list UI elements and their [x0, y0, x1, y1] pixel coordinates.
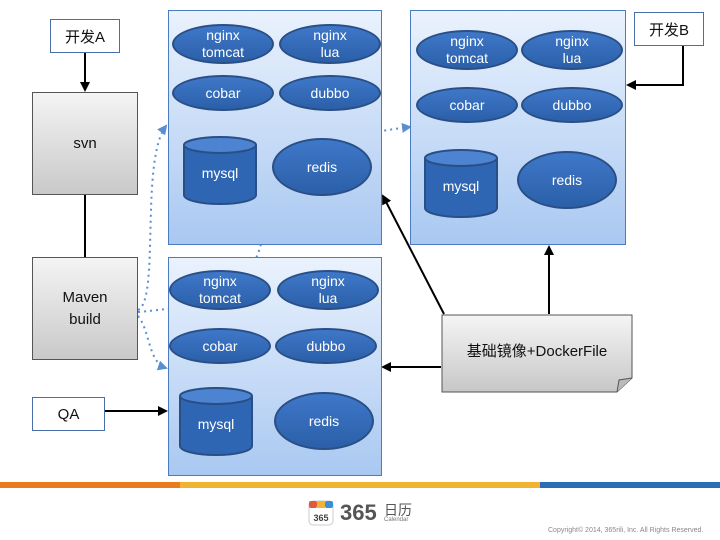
- server-b-nginx-tomcat-l2: tomcat: [445, 50, 488, 66]
- server-qa-mysql-label: mysql: [197, 416, 235, 432]
- server-a-mysql-label: mysql: [201, 165, 239, 181]
- footer-bar-yellow: [180, 482, 540, 488]
- logo-english: Calendar: [384, 517, 409, 523]
- server-a-nginx-lua-l2: lua: [320, 44, 340, 60]
- copyright-text: Copyright© 2014, 365rili, Inc. All Right…: [548, 527, 704, 534]
- server-a-redis: redis: [272, 138, 372, 196]
- server-b-dubbo-label: dubbo: [552, 96, 592, 113]
- server-b-nginx-lua-l2: lua: [562, 50, 582, 66]
- server-a-cobar-label: cobar: [205, 84, 241, 101]
- server-qa: nginx tomcat nginx lua cobar dubbo mysql…: [168, 257, 382, 476]
- server-qa-nginx-tomcat: nginx tomcat: [169, 270, 271, 310]
- arrow-base-to-server-a: [382, 194, 445, 315]
- server-qa-mysql: mysql: [178, 386, 254, 456]
- server-a-nginx-lua: nginx lua: [279, 24, 381, 64]
- maven-label-line1: Maven: [62, 288, 108, 306]
- server-a-cobar: cobar: [172, 75, 274, 111]
- footer-bar-orange: [0, 482, 180, 488]
- qa-box: QA: [32, 397, 105, 431]
- server-qa-dubbo-label: dubbo: [306, 337, 346, 354]
- logo: 365 365 日历 Calendar: [307, 499, 419, 527]
- server-a-dubbo-label: dubbo: [310, 84, 350, 101]
- dev-b-box: 开发B: [634, 12, 704, 46]
- calendar-logo-icon: 365: [308, 500, 334, 526]
- dev-a-label: 开发A: [64, 28, 105, 46]
- dev-b-label: 开发B: [648, 21, 689, 39]
- server-a-nginx-tomcat-l1: nginx: [206, 27, 240, 43]
- server-qa-nginx-tomcat-l1: nginx: [203, 273, 237, 289]
- server-qa-nginx-lua: nginx lua: [277, 270, 379, 310]
- server-a-redis-label: redis: [306, 159, 338, 175]
- database-icon: [424, 149, 498, 218]
- server-qa-redis-label: redis: [308, 413, 340, 429]
- footer-bar-blue: [540, 482, 720, 488]
- server-b-nginx-tomcat: nginx tomcat: [416, 30, 518, 70]
- dotted-maven-to-server-a: [137, 124, 168, 311]
- logo-badge-text: 365: [313, 513, 328, 523]
- dev-a-box: 开发A: [50, 19, 120, 53]
- maven-label-line2: build: [69, 310, 101, 328]
- server-b-nginx-lua-l1: nginx: [555, 33, 589, 49]
- server-b-nginx-tomcat-l1: nginx: [450, 33, 484, 49]
- server-qa-cobar-label: cobar: [202, 337, 238, 354]
- server-a-mysql: mysql: [182, 135, 258, 205]
- server-b-redis-label: redis: [551, 172, 583, 188]
- server-b-cobar-label: cobar: [449, 96, 485, 113]
- logo-chinese: 日历: [384, 502, 412, 518]
- server-b-redis: redis: [517, 151, 617, 209]
- qa-label: QA: [57, 405, 80, 423]
- base-image-dockerfile-box: 基础镜像+DockerFile: [441, 314, 633, 393]
- maven-build-box: Maven build: [32, 257, 138, 360]
- server-a: nginx tomcat nginx lua cobar dubbo mysql…: [168, 10, 382, 245]
- server-qa-nginx-tomcat-l2: tomcat: [198, 290, 241, 306]
- server-a-dubbo: dubbo: [279, 75, 381, 111]
- database-icon: [183, 136, 257, 205]
- server-a-nginx-lua-l1: nginx: [313, 27, 347, 43]
- logo-number: 365: [340, 500, 377, 525]
- server-qa-redis: redis: [274, 392, 374, 450]
- server-b-mysql-label: mysql: [442, 178, 480, 194]
- svn-box: svn: [32, 92, 138, 195]
- server-qa-cobar: cobar: [169, 328, 271, 364]
- document-shape: [441, 314, 633, 393]
- arrow-dev-b-to-server: [626, 46, 684, 90]
- database-icon: [179, 387, 253, 456]
- dotted-maven-to-server-qa: [137, 315, 168, 371]
- server-a-nginx-tomcat: nginx tomcat: [172, 24, 274, 64]
- server-a-nginx-tomcat-l2: tomcat: [201, 44, 244, 60]
- svn-label: svn: [73, 134, 97, 152]
- server-b-mysql: mysql: [423, 148, 499, 218]
- server-b-dubbo: dubbo: [521, 87, 623, 123]
- server-b-nginx-lua: nginx lua: [521, 30, 623, 70]
- server-qa-nginx-lua-l2: lua: [318, 290, 338, 306]
- server-b-cobar: cobar: [416, 87, 518, 123]
- server-qa-dubbo: dubbo: [275, 328, 377, 364]
- server-b: nginx tomcat nginx lua cobar dubbo mysql…: [410, 10, 626, 245]
- server-qa-nginx-lua-l1: nginx: [311, 273, 345, 289]
- base-image-label: 基础镜像+DockerFile: [466, 343, 608, 360]
